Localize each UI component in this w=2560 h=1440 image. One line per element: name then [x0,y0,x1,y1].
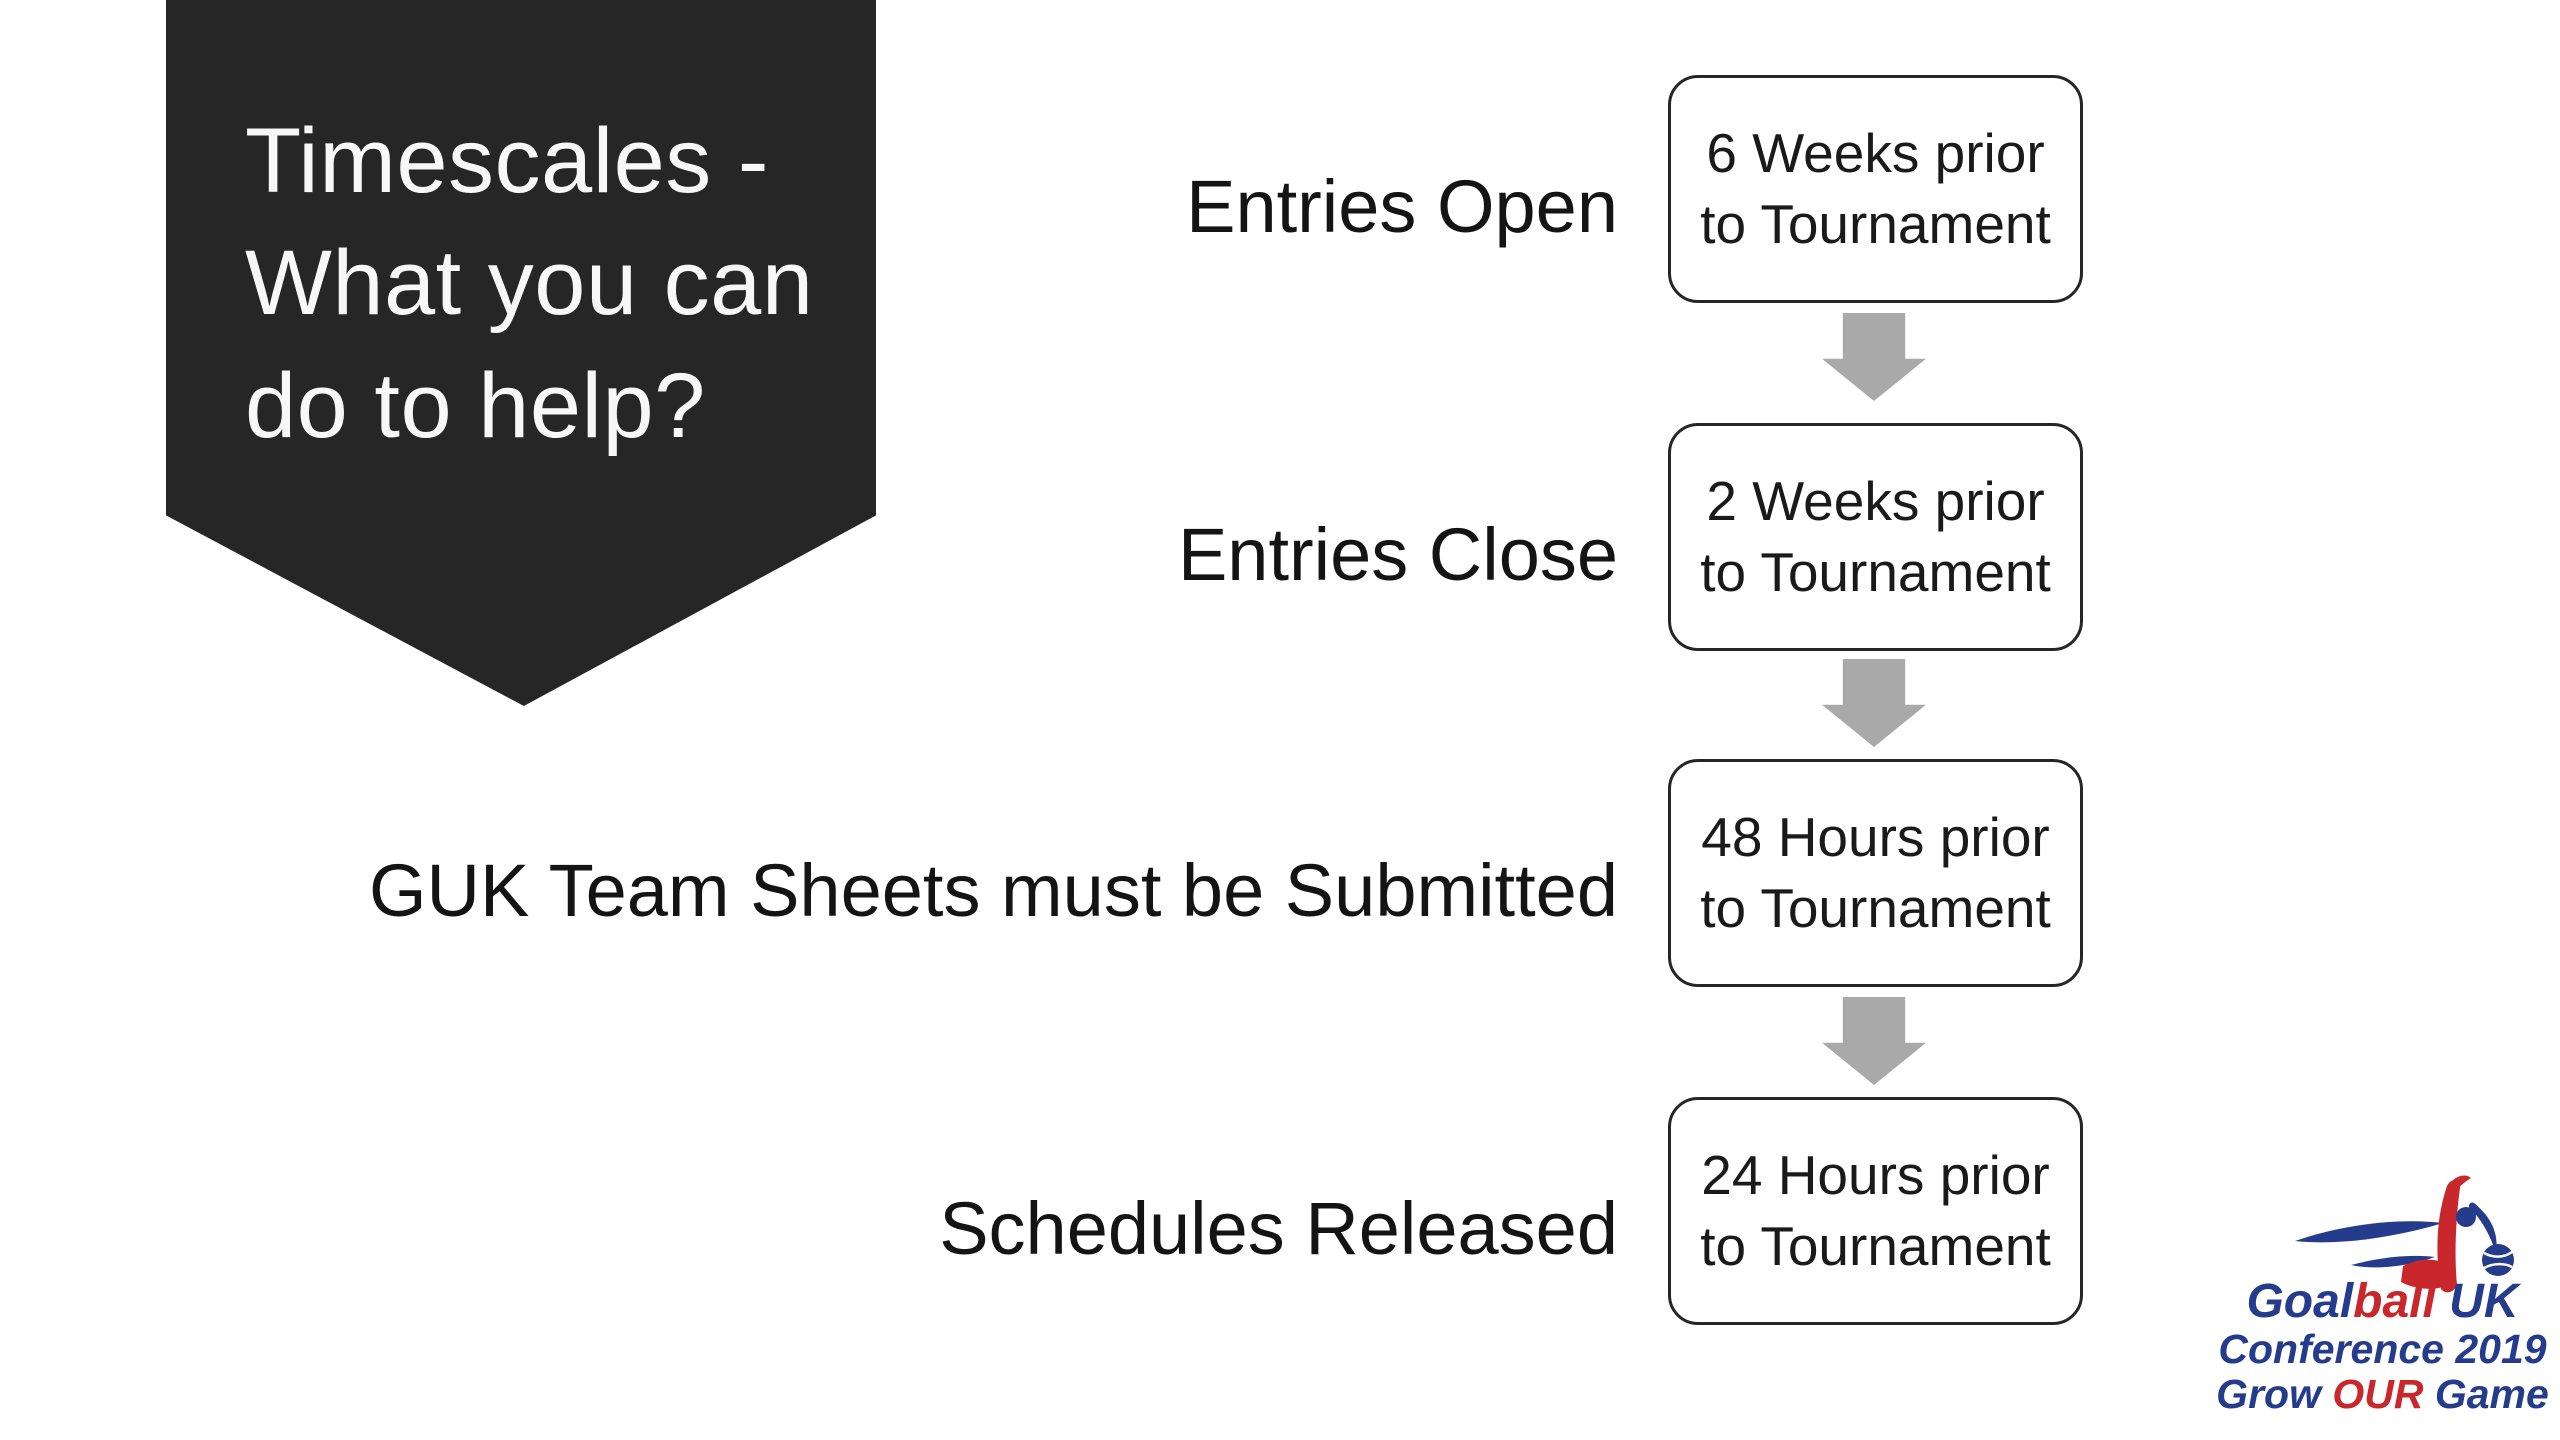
flow-box-text-line-1: 48 Hours prior [1701,805,2050,868]
flow-box-text-line-2: to Tournament [1700,541,2051,603]
logo-ball-icon [2482,1244,2514,1276]
flow-box-text-line-1: 2 Weeks prior [1706,469,2045,532]
goalball-player-icon [2295,1175,2514,1293]
slide-title-line-1: Timescales - [245,110,769,212]
logo-swoosh-icon [2295,1221,2443,1243]
logo-text-grow: Grow [2216,1371,2333,1417]
down-arrow-icon [1822,659,1926,747]
flow-step-box-team-sheets: 48 Hours prior to Tournament [1668,759,2083,987]
slide-title-line-3: do to help? [245,354,706,457]
flow-step-label-team-sheets: GUK Team Sheets must be Submitted [368,848,1618,932]
flow-box-text-line-1: 6 Weeks prior [1706,121,2045,184]
logo-player-leg-icon [2446,1175,2471,1199]
logo-slogan-line: Grow OUR Game [2205,1372,2560,1417]
flow-step-label-schedules-released: Schedules Released [939,1186,1618,1270]
logo-text-our: OUR [2332,1371,2424,1417]
logo-ball-seam-icon [2483,1262,2513,1270]
flow-step-box-schedules-released: 24 Hours prior to Tournament [1668,1097,2083,1325]
logo-title-line: Goalball UK [2205,1277,2560,1327]
flow-step-label-entries-open: Entries Open [1186,164,1618,248]
down-arrow-icon [1822,997,1926,1085]
flow-box-text-line-2: to Tournament [1700,193,2051,255]
slide-title: Timescales - What you can do to help? [245,100,814,467]
logo-text-game: Game [2423,1371,2549,1417]
down-arrow-icon [1822,313,1926,401]
flow-box-text-line-1: 24 Hours prior [1701,1143,2050,1206]
logo-text-goal: Goal [2246,1275,2354,1328]
slide-title-line-2: What you can [245,232,814,335]
logo-text-uk: UK [2435,1275,2519,1328]
logo-player-body-icon [2437,1180,2461,1293]
flow-box-text-line-2: to Tournament [1700,877,2051,939]
flow-step-label-entries-close: Entries Close [1177,512,1618,596]
logo-swoosh-small-icon [2351,1255,2435,1268]
goalball-uk-logo: Goalball UK Conference 2019 Grow OUR Gam… [2205,1165,2560,1440]
logo-player-head-icon [2456,1207,2476,1227]
logo-text: Goalball UK Conference 2019 Grow OUR Gam… [2205,1277,2560,1417]
logo-conference-line: Conference 2019 [2218,1326,2547,1372]
logo-ball-seam-icon [2483,1250,2513,1258]
flow-box-text-line-2: to Tournament [1700,1215,2051,1277]
logo-player-arm-icon [2401,1259,2443,1289]
logo-text-ball: ball [2353,1275,2436,1328]
logo-arm-arc-icon [2468,1202,2497,1253]
flow-step-box-entries-open: 6 Weeks prior to Tournament [1668,75,2083,303]
flow-step-box-entries-close: 2 Weeks prior to Tournament [1668,423,2083,651]
